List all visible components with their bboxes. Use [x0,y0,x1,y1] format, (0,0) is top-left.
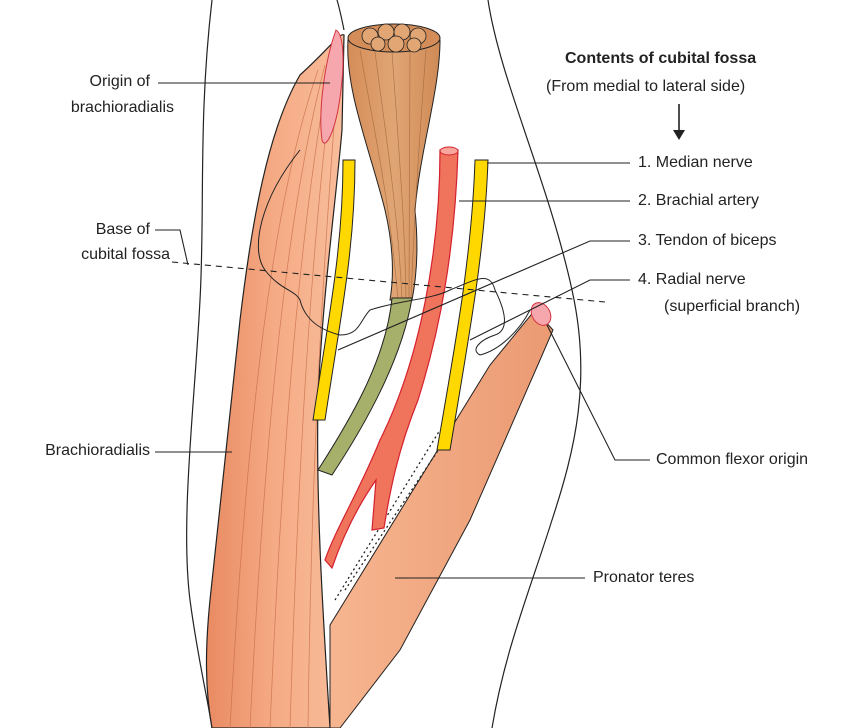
legend-item-tendon-biceps: 3. Tendon of biceps [638,230,776,252]
legend-item-brachial-artery: 2. Brachial artery [638,190,759,212]
arrow-down-icon [673,104,685,140]
label-origin-line2: brachioradialis [71,97,174,119]
label-base-line1: Base of [96,219,150,241]
base-of-cubital-fossa-line [172,262,605,302]
limb-outline-top [337,0,344,30]
label-brachioradialis: Brachioradialis [45,440,150,462]
label-base-line2: cubital fossa [81,244,170,266]
legend-item-radial-nerve: 4. Radial nerve [638,269,746,291]
legend-item-median-nerve: 1. Median nerve [638,152,753,174]
legend-title: Contents of cubital fossa [565,48,756,70]
label-common-flexor-origin: Common flexor origin [656,449,808,471]
label-origin-line1: Origin of [90,71,150,93]
label-pronator-teres: Pronator teres [593,567,694,589]
legend-item-radial-nerve-branch: (superficial branch) [664,296,800,318]
leader-common-flexor [547,325,650,460]
legend-subtitle: (From medial to lateral side) [546,76,745,98]
leader-tendon-biceps [338,241,630,350]
pronator-teres-muscle [330,310,553,728]
brachial-artery-cut-end [440,147,458,155]
